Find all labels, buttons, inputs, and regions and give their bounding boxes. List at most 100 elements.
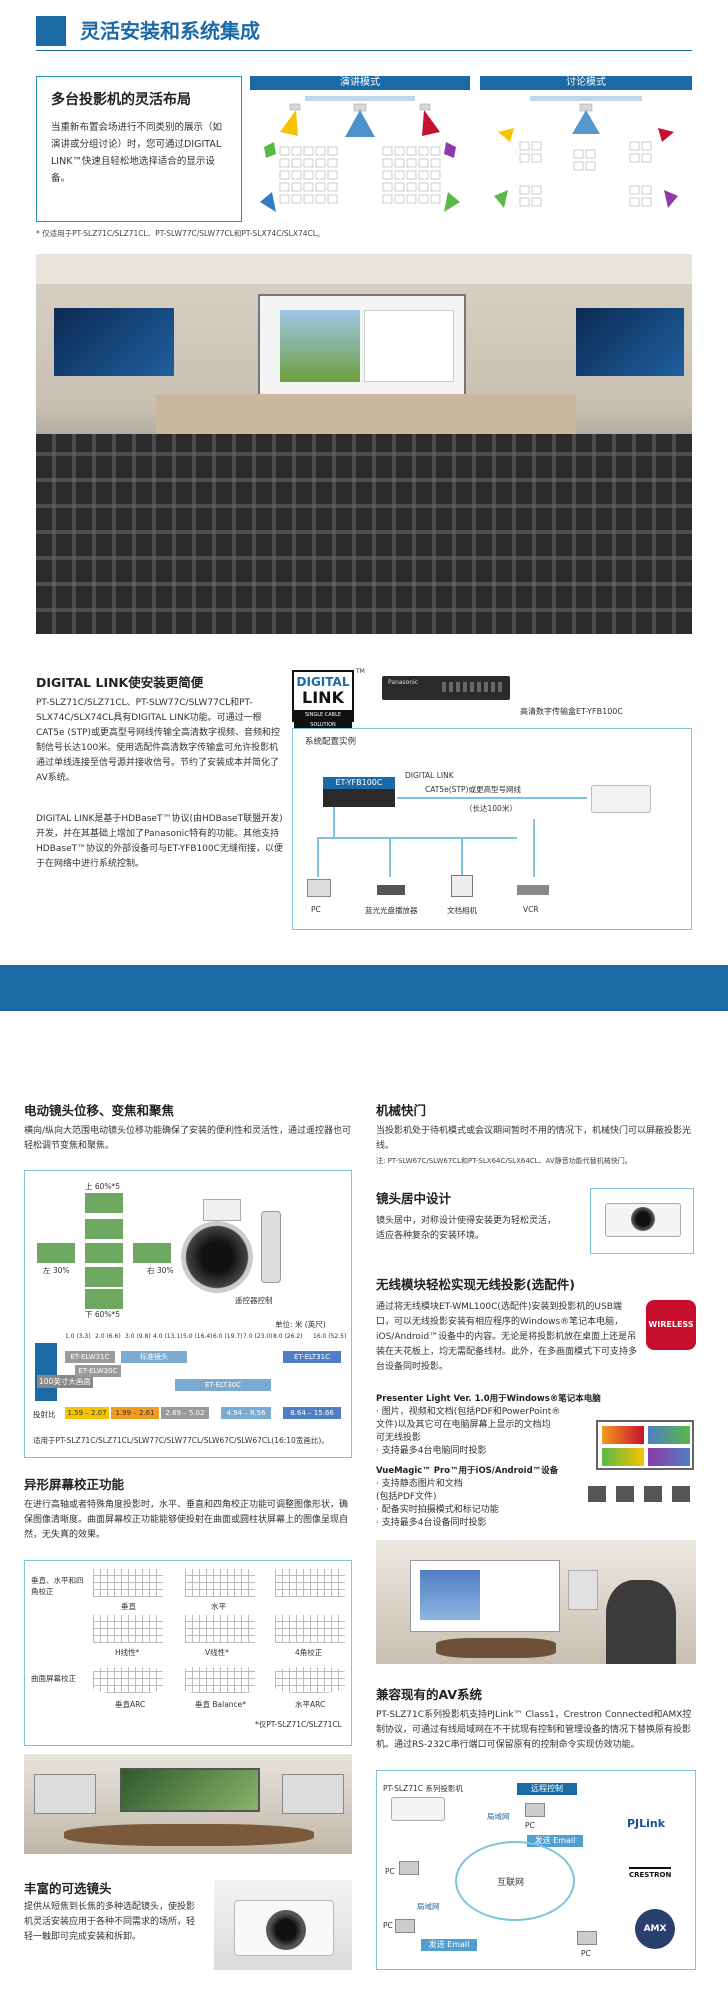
av-projector-label: PT-SLZ71C 系列投影机 [383,1784,463,1793]
lens-elw31c: ET-ELW31C [65,1351,115,1363]
av-lan-top: 局域网 [487,1812,510,1821]
lens-standard: 标准镜头 [121,1351,187,1363]
layout-info-box: 多台投影机的灵活布局 当重新布置会场进行不同类别的展示（如演讲或分组讨论）时，您… [36,76,242,222]
laptops-image [588,1486,698,1502]
tab-lecture: 演讲模式 [250,76,470,90]
logo-tm: TM [356,668,365,675]
lens-closeup [181,1221,253,1293]
center-lens-image [590,1188,694,1254]
lecture-mode-diagram [260,96,460,212]
curved-horizontal-arc: 水平ARC [295,1700,326,1709]
header-divider [36,50,692,51]
layout-title: 多台投影机的灵活布局 [51,92,191,108]
config-title: 系统配置实例 [305,737,357,747]
av-lan-bottom: 局域网 [417,1902,440,1911]
projector-small-icon [203,1199,241,1221]
kv-corner: 4角校正 [295,1648,323,1657]
presenter-item-3: 可无线投影 [376,1433,422,1443]
section-band [0,965,728,1011]
av-pc-3: PC [383,1921,393,1930]
ratio-2: 2.69 – 5.02 [161,1407,209,1419]
lens-shift-box: 上 60%*5 下 60%*5 左 30% 右 30% 遥控器控制 单位: 米 … [24,1170,352,1458]
source-bluray: 蓝光光盘播放器 [365,906,418,915]
layout-text: 当重新布置会场进行不同类别的展示（如演讲或分组讨论）时，您可通过DIGITAL … [51,122,223,184]
document-camera-icon [451,875,473,897]
kv-vertical: 垂直 [121,1602,136,1611]
shift-up: 上 60%*5 [85,1182,121,1191]
projector-icon [591,785,651,813]
distance-label: （长达100米） [465,804,517,813]
vuemagic-item-3: · 配备实时拍摄模式和标记功能 [376,1505,499,1515]
brand-label: Panasonic [388,679,419,686]
shutter-text: 当投影机处于待机模式或会议期间暂时不用的情况下，机械快门可以屏蔽投影光线。 [376,1126,692,1151]
vcr-icon [517,885,549,895]
scale-5: 6.0 (19.7) [213,1333,243,1340]
logo-top: DIGITAL [296,675,350,689]
presenter-heading: Presenter Light Ver. 1.0用于Windows®笔记本电脑 [376,1394,601,1404]
center-lens-title: 镜头居中设计 [376,1191,452,1206]
multi-screen-image [596,1420,694,1470]
keystone-note: *仅PT-SLZ71C/SLZ71CL [255,1720,342,1729]
lens-elw30c: ET-ELW30C [75,1365,121,1377]
av-email-2: 发送 Email [421,1939,477,1951]
lens-text: 提供从短焦到长焦的多种选配镜头，使投影机灵活安装应用于各种不同需求的场所，轻轻一… [24,1902,196,1942]
lens-title: 丰富的可选镜头 [24,1881,112,1896]
scale-6: 7.0 (23.0) [243,1333,273,1340]
link-label: DIGITAL LINK [405,771,454,780]
amx-logo: AMX [635,1909,675,1949]
scale-8: 16.0 (52.5) [313,1333,347,1340]
remote-label: 遥控器控制 [235,1296,273,1305]
lens-elt31c: ET-ELT31C [283,1351,341,1363]
unit-label: 单位: 米 (英尺) [275,1320,326,1329]
keystone-text: 在进行高轴或者特殊角度投影时，水平、垂直和四角校正功能可调整图像形状，确保图像清… [24,1500,349,1540]
kv-horizontal: 水平 [211,1602,226,1611]
av-pc-4: PC [581,1949,591,1958]
scale-2: 3.0 (9.8) [125,1333,151,1340]
shutter-title: 机械快门 [376,1103,427,1118]
av-diagram-box: PT-SLZ71C 系列投影机 远程控制 局域网 PC 发送 Email 互联网… [376,1770,696,1970]
keystone-box: 垂直、水平和四角校正 垂直 水平 H线性* V线性* 4角校正 曲面屏幕校正 垂… [24,1560,352,1746]
curved-vertical-arc: 垂直ARC [115,1700,146,1709]
shutter-note: 注: PT-SLW67C/SLW67CL和PT-SLX64C/SLX64CL、A… [376,1157,632,1165]
crestron-logo: CRESTRON [629,1867,672,1879]
vuemagic-item-1: · 支持静态图片和文档 [376,1479,463,1489]
vuemagic-heading: VueMagic™ Pro™用于iOS/Android™设备 [376,1466,559,1476]
center-lens-text: 镜头居中，对称设计使得安装更为轻松灵活，适应各种复杂的安装环境。 [376,1216,557,1241]
bluray-icon [377,885,405,895]
ratio-3: 4.94 – 8.56 [221,1407,271,1419]
av-pc-icon-1 [525,1803,545,1817]
digital-link-p2: DIGITAL LINK是基于HDBaseT™协议(由HDBaseT联盟开发)开… [36,814,283,869]
internet-cloud-icon [455,1841,575,1921]
av-remote-label: 远程控制 [517,1783,577,1795]
ratio-4: 8.64 – 15.66 [283,1407,341,1419]
pc-icon [307,879,331,897]
transmitter-caption: 高清数字传输盒ET-YFB100C [520,707,623,716]
tab-discussion: 讨论模式 [480,76,692,90]
page-title: 灵活安装和系统集成 [80,19,260,43]
source-doc-camera: 文档相机 [447,906,477,915]
av-pc-2: PC [385,1867,395,1876]
group2-label: 曲面屏幕校正 [31,1674,76,1683]
wireless-badge-icon: WIRELESS [646,1300,696,1350]
auditorium-photo [36,254,692,634]
cable-label: CAT5e(STP)或更高型号网线 [425,785,521,794]
source-vcr: VCR [523,905,539,914]
screen-label: 100英寸大画面 [37,1375,93,1388]
presenter-item-4: · 支持最多4台电脑同时投影 [376,1446,487,1456]
transmitter-image: Panasonic [382,676,510,700]
logo-sub: SINGLE CABLE SOLUTION [294,710,352,730]
lens-shift-title: 电动镜头位移、变焦和聚焦 [24,1103,175,1118]
av-title: 兼容现有的AV系统 [376,1687,483,1702]
scale-4: 5.0 (16.4) [183,1333,213,1340]
remote-icon [261,1211,281,1283]
system-config-box: 系统配置实例 ET-YFB100C DIGITAL LINK CAT5e(STP… [292,728,692,930]
presenter-list: · 图片，视频和文档(包括PDF和PowerPoint® 文件)以及其它可在电脑… [376,1406,586,1458]
group1-label: 垂直、水平和四角校正 [31,1576,84,1596]
ratio-0: 1.59 – 2.07 [65,1407,109,1419]
lens-shift-text: 横向/纵向大范围电动镜头位移功能确保了安装的便利性和灵活性，通过遥控器也可轻松调… [24,1126,352,1151]
wireless-text: 通过将无线模块ET-WML100C(选配件)安装到投影机的USB端口，可以无线投… [376,1302,638,1372]
kv-vlinear: V线性* [205,1648,229,1657]
scale-0: 1.0 (3.3) [65,1333,91,1340]
ratio-1: 1.99 – 2.61 [111,1407,159,1419]
vuemagic-list: · 支持静态图片和文档 (包括PDF文件) · 配备实时拍摄模式和标记功能 · … [376,1478,586,1530]
